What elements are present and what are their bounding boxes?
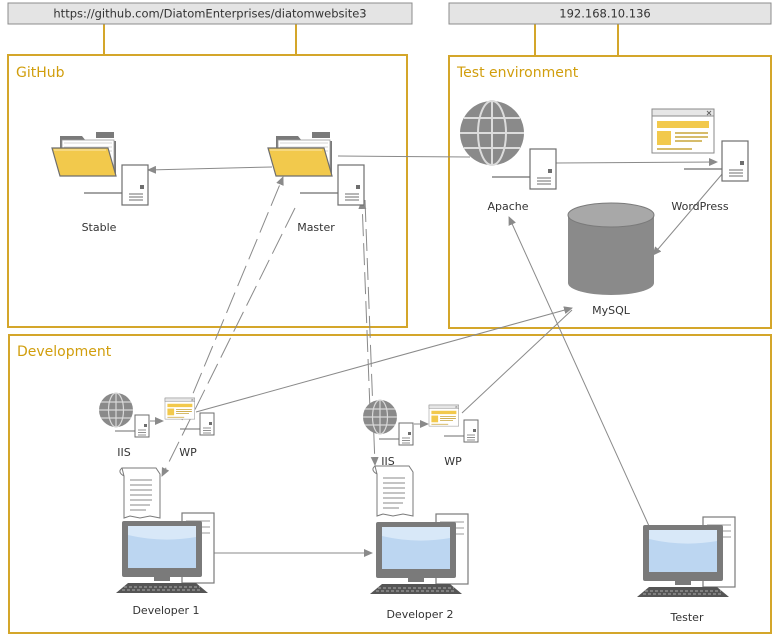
wp-2-label: WP [444, 455, 462, 468]
tester-node: Tester [636, 516, 736, 624]
computer-icon [369, 513, 469, 595]
github-url-text: https://github.com/DiatomEnterprises/dia… [53, 7, 366, 21]
mysql-node: MySQL [567, 202, 655, 317]
folder-icon [267, 131, 333, 177]
wp-1-label: WP [179, 446, 197, 459]
developer-2-node: Developer 2 [369, 513, 469, 621]
iis-1-node: IIS [99, 392, 150, 459]
master-to-stable-arrow [147, 165, 273, 174]
wp2-to-mysql-arrow [461, 309, 573, 414]
wordpress-node: WordPress [651, 108, 749, 213]
folder-icon [51, 131, 117, 177]
github-panel-title: GitHub [16, 65, 65, 81]
connections [147, 155, 724, 557]
stable-node: Stable [51, 131, 149, 234]
test-ip-text: 192.168.10.136 [559, 7, 650, 21]
wp-1-node: WP [164, 397, 215, 459]
wordpress-to-mysql-arrow [652, 172, 724, 256]
globe-icon [460, 100, 524, 166]
apache-to-wordpress-arrow [555, 158, 718, 167]
database-icon [567, 202, 655, 295]
document-icon [119, 467, 161, 519]
dev2-to-master-dashed [358, 200, 371, 411]
browser-window-icon [428, 404, 460, 427]
wp1-to-mysql-arrow [195, 306, 573, 413]
master-to-apache-line [337, 155, 471, 158]
iis-2-node: IIS [363, 399, 414, 468]
globe-icon [363, 399, 397, 435]
github-url-box: https://github.com/DiatomEnterprises/dia… [7, 2, 413, 55]
developer-1-label: Developer 1 [132, 604, 199, 617]
document-icon [372, 465, 414, 517]
github-panel: GitHub [7, 54, 408, 328]
development-panel: Development [8, 334, 772, 634]
iis-1-label: IIS [117, 446, 130, 459]
master-label: Master [297, 221, 335, 234]
master-to-wp1-doc-dashed [161, 207, 296, 477]
globe-icon [99, 392, 133, 428]
apache-node: Apache [460, 100, 557, 213]
test-environment-panel: Test environment [448, 55, 772, 329]
browser-window-icon [651, 108, 715, 154]
wordpress-label: WordPress [671, 200, 728, 213]
test-environment-title: Test environment [456, 65, 579, 81]
iis-2-label: IIS [381, 455, 394, 468]
tester-label: Tester [670, 611, 704, 624]
mysql-label: MySQL [592, 304, 631, 317]
developer-1-node: Developer 1 [115, 512, 215, 617]
apache-label: Apache [487, 200, 528, 213]
development-panel-title: Development [17, 344, 112, 360]
browser-window-icon [164, 397, 196, 420]
master-node: Master [267, 131, 365, 234]
tester-to-apache-arrow [508, 216, 650, 527]
computer-icon [115, 512, 215, 594]
stable-label: Stable [82, 221, 117, 234]
computer-icon [636, 516, 736, 598]
test-ip-box: 192.168.10.136 [448, 2, 772, 56]
wp1-to-master-dashed [181, 176, 284, 421]
wp-2-node: WP [428, 404, 479, 468]
developer-2-label: Developer 2 [386, 608, 453, 621]
